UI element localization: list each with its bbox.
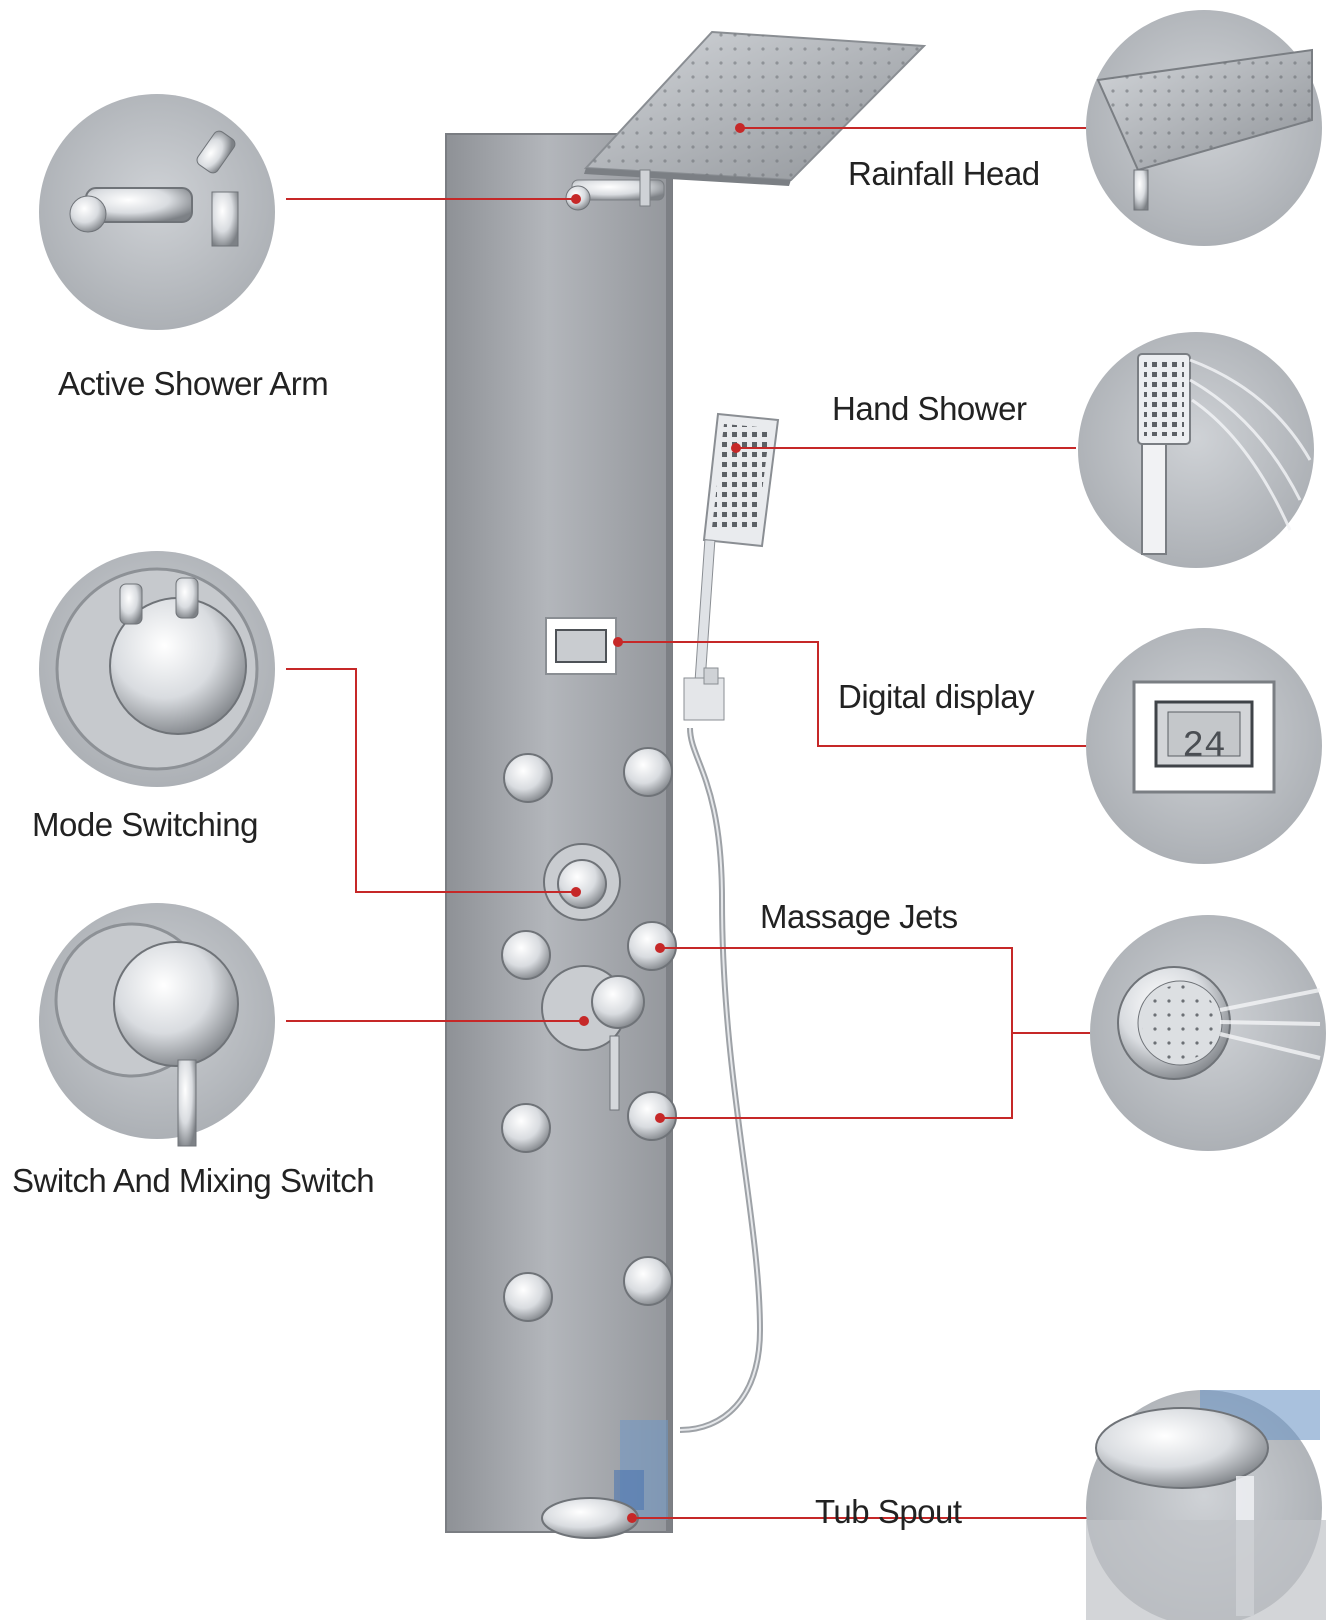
- label-tub-spout: Tub Spout: [815, 1493, 962, 1530]
- label-digital-display: Digital display: [838, 678, 1035, 715]
- shower-arm-illustration: [565, 169, 665, 211]
- leader-line-massage-jets: [660, 947, 1090, 1119]
- panel-mode-knob: [543, 843, 621, 921]
- leader-line-digital-display: [618, 641, 1090, 747]
- callout-mode-switching: [39, 551, 275, 787]
- callout-tub-spout: [1086, 1390, 1326, 1620]
- callout-display-reading: 24: [1182, 726, 1225, 767]
- callout-hand-shower: [1078, 332, 1314, 568]
- leader-dots: [571, 123, 745, 1523]
- callout-massage-jets: [1090, 915, 1326, 1151]
- panel-tub-spout: [541, 1497, 639, 1539]
- label-hand-shower: Hand Shower: [832, 390, 1027, 427]
- label-rainfall-head: Rainfall Head: [848, 155, 1040, 192]
- leader-line-mode-switching: [286, 668, 576, 893]
- label-mode-switching: Mode Switching: [32, 806, 258, 843]
- callout-digital-display: [1086, 628, 1322, 864]
- callout-switch-and-mixing: [39, 903, 275, 1147]
- shower-tower-panel: [445, 133, 673, 1533]
- rainfall-head-illustration: [583, 30, 927, 186]
- leader-lines: [286, 127, 1090, 1519]
- label-switch-and-mixing: Switch And Mixing Switch: [12, 1162, 375, 1199]
- panel-digital-display: [545, 617, 617, 675]
- callout-active-shower-arm: [39, 94, 275, 330]
- panel-mixing-switch: [541, 965, 645, 1111]
- label-massage-jets: Massage Jets: [760, 898, 958, 935]
- callout-rainfall-head: [1086, 10, 1322, 246]
- label-active-shower-arm: Active Shower Arm: [58, 365, 329, 402]
- panel-massage-jets: [501, 747, 677, 1322]
